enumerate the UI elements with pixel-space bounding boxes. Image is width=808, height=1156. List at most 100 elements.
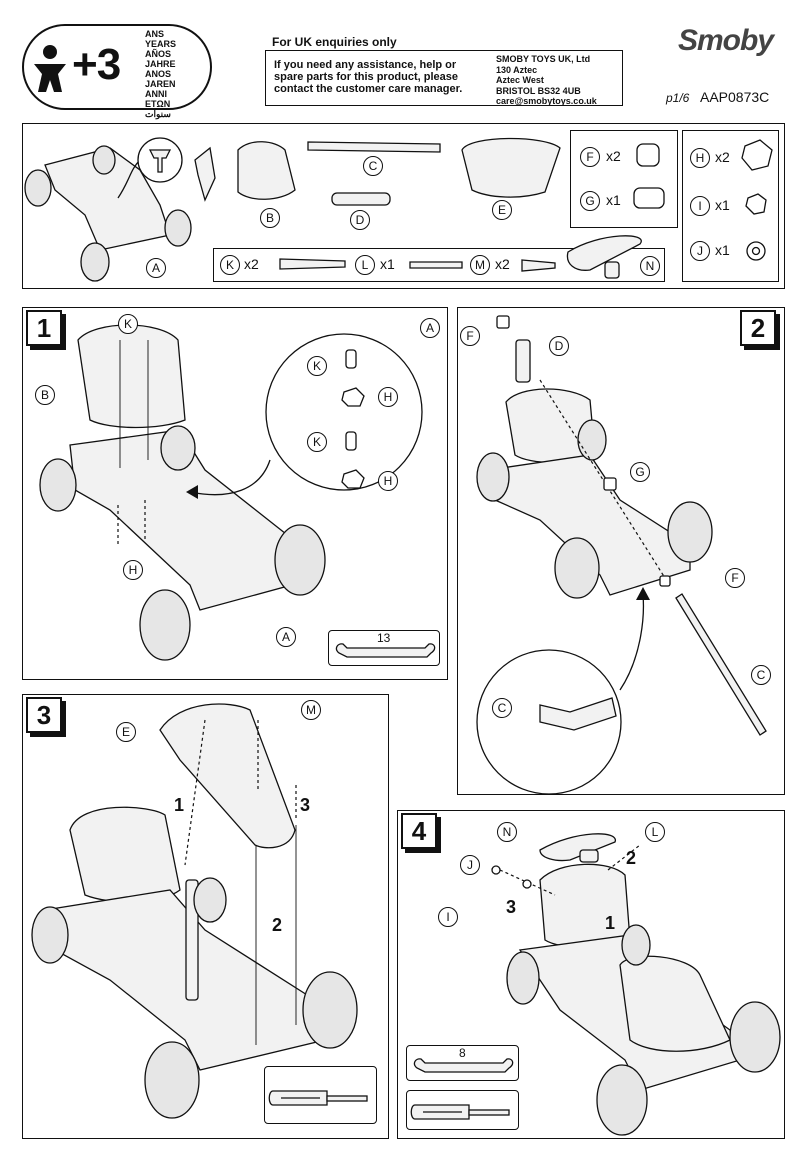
step-4-label-i: I xyxy=(438,907,458,927)
brand-logo: Smoby xyxy=(678,24,774,57)
document-code: AAP0873C xyxy=(700,89,770,105)
part-l-bolt xyxy=(409,261,463,269)
age-badge xyxy=(22,24,212,110)
step-4-label-j: J xyxy=(460,855,480,875)
step-4-label-l: L xyxy=(645,822,665,842)
step-3-substep-1: 1 xyxy=(174,795,185,815)
steering-hub xyxy=(604,261,620,279)
label-d: D xyxy=(350,210,370,230)
address-email[interactable]: care@smobytoys.co.uk xyxy=(496,96,597,106)
step-4-label-n: N xyxy=(497,822,517,842)
label-h: H xyxy=(690,148,710,168)
shaft-c-detail xyxy=(539,697,617,731)
bolt-head xyxy=(345,431,357,451)
qty-m: x2 xyxy=(495,256,510,272)
step-3-label-m: M xyxy=(301,700,321,720)
age-lang: JAREN xyxy=(145,79,176,89)
step-1-badge: 1 xyxy=(26,310,62,346)
part-k-bolt xyxy=(279,258,346,270)
page-reference: p1/6 xyxy=(666,91,690,105)
part-a-chassis xyxy=(24,145,192,282)
step-2-panel xyxy=(457,307,785,795)
part-c-shaft xyxy=(307,141,441,153)
step-1-detail-label-k: K xyxy=(307,432,327,452)
enquiries-text: If you need any assistance, help or spar… xyxy=(274,59,463,95)
tool-wrench-13: 13 xyxy=(328,630,440,666)
step-2-detail-label-c: C xyxy=(492,698,512,718)
label-l: L xyxy=(355,255,375,275)
step-1-detail-circle xyxy=(265,333,423,491)
age-lang: سنوات xyxy=(145,109,171,119)
age-languages: ANS YEARS AÑOS JAHRE ANOS JAREN ANNI ETΩ… xyxy=(145,29,176,119)
qty-i: x1 xyxy=(715,197,730,213)
label-i: I xyxy=(690,196,710,216)
wrench-icon xyxy=(335,643,436,658)
address-line: BRISTOL BS32 4UB xyxy=(496,85,581,96)
label-f: F xyxy=(580,147,600,167)
kart-step-2 xyxy=(476,315,767,736)
enquiries-title: For UK enquiries only xyxy=(272,35,397,49)
step-1-label-k: K xyxy=(118,314,138,334)
wrench-icon xyxy=(413,1058,514,1073)
step-1-detail-label-h: H xyxy=(378,471,398,491)
step-1-panel xyxy=(22,307,448,680)
age-lang: ETΩN xyxy=(145,99,171,109)
address-line: SMOBY TOYS UK, Ltd xyxy=(496,54,591,64)
part-d-tube xyxy=(331,192,391,206)
label-a: A xyxy=(146,258,166,278)
parts-hij-box xyxy=(682,130,779,282)
screwdriver-icon xyxy=(268,1090,368,1106)
step-1-detail-label-h: H xyxy=(378,387,398,407)
wrench-size-13: 13 xyxy=(377,631,391,645)
qty-f: x2 xyxy=(606,148,621,164)
kart-step-1 xyxy=(39,324,326,661)
nut-detail xyxy=(341,387,365,407)
step-1-label-h: H xyxy=(123,560,143,580)
kart-step-3 xyxy=(31,703,358,1119)
screwdriver-icon xyxy=(410,1104,510,1120)
bolt-detail xyxy=(148,149,172,173)
parts-panel xyxy=(22,123,785,289)
age-lang: ANNI xyxy=(145,89,167,99)
step-1-label-a: A xyxy=(276,627,296,647)
steering-sleeve xyxy=(194,146,216,202)
step-1-detail-label-k: K xyxy=(307,356,327,376)
step-2-label-d: D xyxy=(549,336,569,356)
age-lang: YEARS xyxy=(145,39,177,49)
age-plus-three: +3 xyxy=(72,40,121,89)
qty-g: x1 xyxy=(606,192,621,208)
wrench-size-8: 8 xyxy=(459,1046,466,1060)
qty-j: x1 xyxy=(715,242,730,258)
kart-step-4 xyxy=(491,833,781,1136)
label-n: N xyxy=(640,256,660,276)
arrow-head xyxy=(636,587,650,600)
part-h-nut xyxy=(741,139,773,171)
tool-screwdriver-4 xyxy=(406,1090,519,1130)
parts-klmn-box xyxy=(213,248,665,282)
age-lang: JAHRE xyxy=(145,59,176,69)
tool-wrench-8: 8 xyxy=(406,1045,519,1081)
age-lang: ANOS xyxy=(145,69,172,79)
part-i-nut xyxy=(745,193,767,215)
step-2-label-f: F xyxy=(460,326,480,346)
step-2-badge: 2 xyxy=(740,310,776,346)
arrow-head xyxy=(186,485,198,499)
step-3-substep-2: 2 xyxy=(272,915,283,935)
tool-screwdriver-3 xyxy=(264,1066,377,1124)
part-m-screw xyxy=(521,259,556,272)
step-1-label-a-top: A xyxy=(420,318,440,338)
label-m: M xyxy=(470,255,490,275)
step-3-label-e: E xyxy=(116,722,136,742)
enquiries-box xyxy=(265,50,623,106)
part-n-steering-wheel xyxy=(566,235,642,271)
step-4-substep-3: 3 xyxy=(506,897,517,917)
step-3-badge: 3 xyxy=(26,697,62,733)
label-k: K xyxy=(220,255,240,275)
step-2-label-g: G xyxy=(630,462,650,482)
age-lang: ANS xyxy=(145,29,165,39)
step-1-label-b: B xyxy=(35,385,55,405)
uk-address: SMOBY TOYS UK, Ltd 130 Aztec Aztec West … xyxy=(496,54,597,107)
